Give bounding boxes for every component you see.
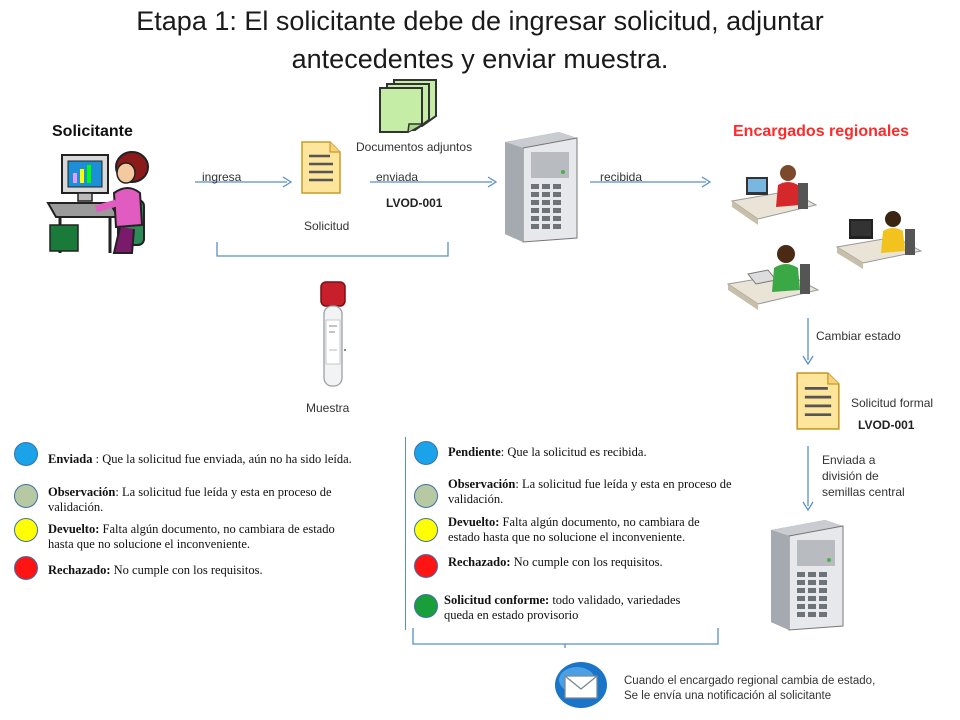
notificacion-text: Cuando el encargado regional cambia de e… — [624, 675, 876, 702]
formal-document-icon — [796, 372, 840, 430]
enviada-division-arrow — [802, 446, 814, 512]
solicitud-formal-label: Solicitud formal — [851, 396, 934, 410]
left-state-devuelto: Devuelto: Falta algún documento, no camb… — [48, 522, 335, 551]
code-top: LVOD-001 — [386, 196, 443, 210]
recibida-arrow — [590, 176, 712, 188]
bottom-bracket — [412, 628, 719, 648]
right-state-pendiente: Pendiente: Que la solicitud es recibida. — [448, 445, 647, 459]
right-state-devuelto: Devuelto: Falta algún documento, no camb… — [448, 515, 700, 544]
central-server-icon — [771, 520, 844, 631]
status-dot-gray — [414, 484, 438, 508]
regional-worker-icon — [730, 165, 818, 225]
regional-worker-icon — [835, 211, 923, 269]
cambiar-estado-arrow — [802, 318, 814, 366]
legend-divider — [405, 437, 407, 630]
left-state-rechazado: Rechazado: No cumple con los requisitos. — [48, 563, 263, 577]
recibida-label: recibida — [600, 170, 643, 184]
enviada-division-label: Enviada a división de semillas central — [822, 453, 905, 499]
left-state-observacion: Observación: La solicitud fue leída y es… — [48, 485, 332, 514]
status-dot-red — [414, 554, 438, 578]
ingresa-label: ingresa — [202, 170, 242, 184]
code-formal: LVOD-001 — [858, 418, 915, 432]
person-at-computer-icon — [46, 151, 149, 254]
encargados-heading: Encargados regionales — [733, 123, 910, 140]
muestra-label: Muestra — [306, 401, 350, 415]
ingresa-arrow — [195, 176, 293, 188]
solicitante-heading: Solicitante — [52, 123, 133, 140]
slide-title: Etapa 1: El solicitante debe de ingresar… — [136, 6, 824, 74]
solicitud-label: Solicitud — [304, 219, 350, 233]
document-icon — [301, 141, 341, 194]
right-state-conforme: Solicitud conforme: todo validado, varie… — [444, 593, 681, 622]
documentos-label: Documentos adjuntos — [356, 140, 473, 154]
status-dot-red — [14, 556, 38, 580]
status-dot-blue — [414, 441, 438, 465]
status-dot-green — [414, 594, 438, 618]
status-dot-blue — [14, 442, 38, 466]
left-state-enviada: Enviada : Que la solicitud fue enviada, … — [48, 452, 352, 466]
status-dot-yellow — [14, 518, 38, 542]
enviada-label: enviada — [376, 170, 419, 184]
regional-worker-icon — [726, 245, 820, 310]
cambiar-estado-label: Cambiar estado — [816, 329, 901, 343]
sample-tube-icon — [320, 281, 346, 387]
attached-documents-icon — [379, 79, 437, 133]
email-icon — [555, 662, 607, 708]
enviada-arrow — [370, 176, 498, 188]
right-state-rechazado: Rechazado: No cumple con los requisitos. — [448, 555, 663, 569]
right-state-observacion: Observación: La solicitud fue leída y es… — [448, 477, 732, 506]
server-icon — [505, 132, 578, 243]
status-dot-gray — [14, 484, 38, 508]
top-bracket — [216, 242, 449, 257]
status-dot-yellow — [414, 518, 438, 542]
